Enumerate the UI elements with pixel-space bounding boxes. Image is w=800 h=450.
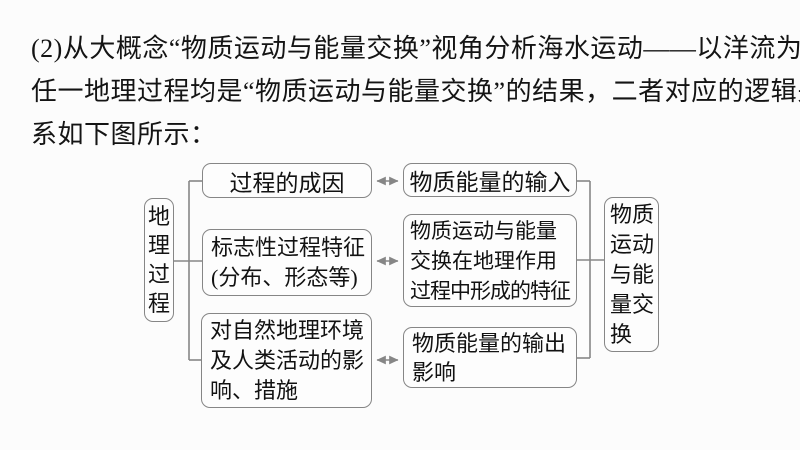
mat-chars: 运动 [610,231,655,257]
box-matter-energy-output: 物质能量的输出 影响 [403,327,577,388]
box-text-line: 物质能量的输出 [412,330,567,356]
box-text-line: 物质运动与能量 [410,218,557,243]
box-matter-energy-exchange-label: 物质 运动 与能 量交 换 [604,197,659,352]
intro-line-3: 系如下图所示： [31,120,217,149]
box-text-line: 对自然地理环境 [210,317,365,343]
box-text-line: 标志性过程特征 [211,234,366,260]
box-geographic-process-label: 地 理 过 程 [144,198,174,322]
box-text-line: 交换在地理作用 [410,248,557,273]
box-text-line: 及人类活动的影 [210,347,365,373]
mat-chars: 换 [610,321,633,347]
box-impacts-measures: 对自然地理环境 及人类活动的影 响、措施 [201,313,372,408]
box-signature-features: 标志性过程特征 (分布、形态等) [202,229,372,296]
geo-char: 地 [147,204,170,229]
box-text-line: 物质能量的输入 [409,170,571,195]
box-text-line: 过程中形成的特征 [410,278,571,303]
mat-chars: 物质 [610,201,655,227]
geo-char: 过 [147,262,170,287]
box-text-line: 过程的成因 [229,170,345,196]
mat-chars: 量交 [610,291,655,317]
box-matter-energy-input: 物质能量的输入 [403,163,577,197]
intro-line-2: 任一地理过程均是“物质运动与能量交换”的结果，二者对应的逻辑关 [31,77,800,106]
box-text-line: (分布、形态等) [211,264,358,290]
box-text-line: 响、措施 [210,377,299,403]
box-text-line: 影响 [412,359,457,385]
geo-char: 程 [147,291,170,316]
box-exchange-features: 物质运动与能量 交换在地理作用 过程中形成的特征 [403,214,577,307]
intro-paragraph: (2)从大概念“物质运动与能量交换”视角分析海水运动——以洋流为例 任一地理过程… [31,27,800,156]
mat-chars: 与能 [610,261,655,287]
geo-char: 理 [147,233,170,258]
box-process-cause: 过程的成因 [202,163,372,198]
intro-line-1: (2)从大概念“物质运动与能量交换”视角分析海水运动——以洋流为例 [31,34,800,63]
